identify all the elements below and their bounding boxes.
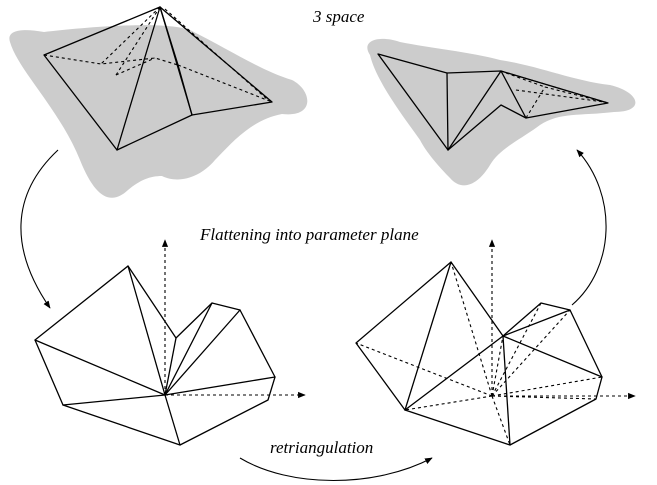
surface-3d-retriangulated [367,38,636,186]
arrow-lift-up [571,149,607,306]
label-flattening: Flattening into parameter plane [199,225,419,244]
flattened-original [34,239,306,446]
surface-3d-original [9,6,308,198]
arrow-retriangulate [239,457,433,481]
shadow-right [367,38,636,186]
flattened-retriangulated [355,239,636,446]
label-3-space: 3 space [312,7,365,26]
label-retriangulation: retriangulation [270,438,373,457]
arrow-flatten-down [20,149,59,309]
